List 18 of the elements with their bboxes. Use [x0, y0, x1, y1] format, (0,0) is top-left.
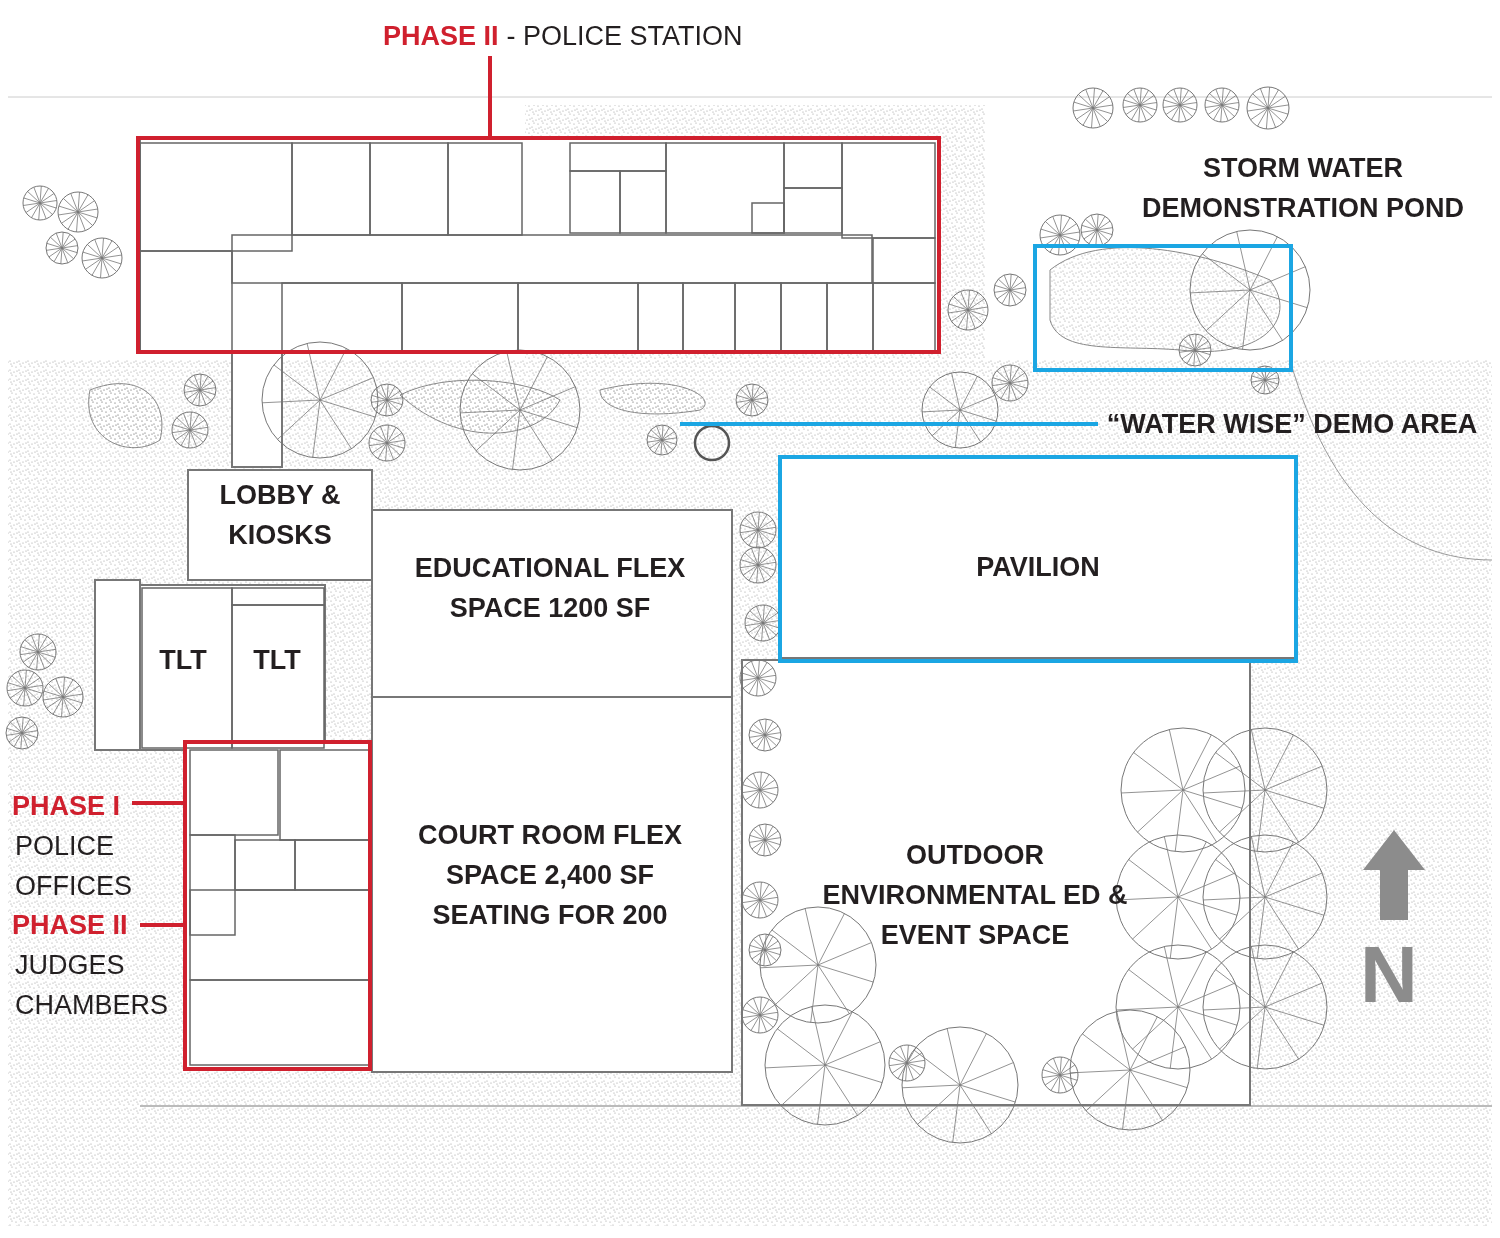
area-label: STORM WATER DEMONSTRATION POND [1141, 152, 1465, 225]
leader-line [132, 801, 183, 805]
callout-label: “WATER WISE” DEMO AREA [1098, 404, 1486, 444]
building-label: - POLICE STATION [506, 21, 743, 51]
pavilion-outline [778, 455, 1298, 663]
room-label: PAVILION [975, 551, 1101, 584]
phase-outline [183, 740, 372, 1071]
north-label: N [1360, 935, 1419, 1015]
leader-line [488, 56, 492, 136]
callout-label: PHASE II [12, 905, 140, 945]
callout-label: PHASE I [12, 786, 132, 826]
phase-label: PHASE II [383, 21, 499, 51]
phase-outline [136, 136, 941, 354]
area-label: OUTDOOR ENVIRONMENTAL ED & EVENT SPACE [821, 839, 1129, 952]
note-text: POLICE OFFICES [15, 830, 133, 903]
leader-line [680, 422, 1098, 426]
note-text: JUDGES CHAMBERS [15, 949, 170, 1022]
leader-line [140, 923, 183, 927]
